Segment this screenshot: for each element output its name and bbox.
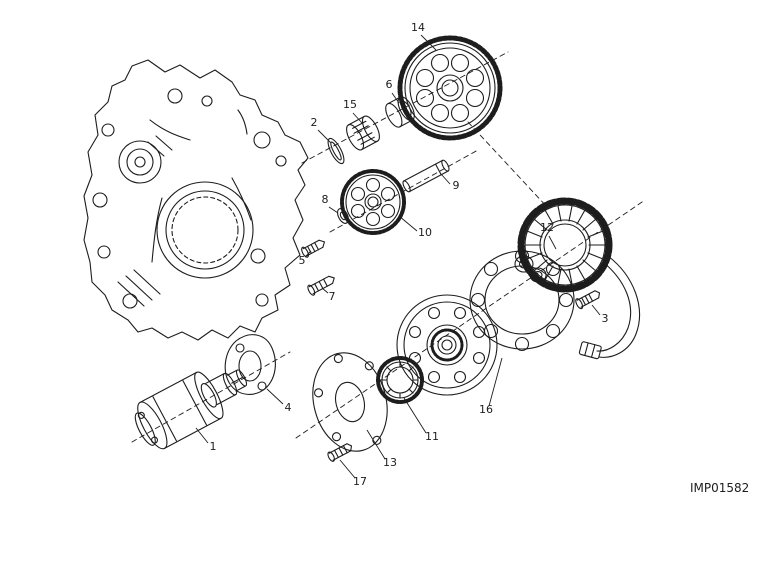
leader-line-part-2 — [317, 129, 332, 144]
part-number-15: 15 — [343, 98, 357, 111]
leader-line-part-13 — [366, 429, 386, 460]
part-number-7: 7 — [329, 290, 336, 303]
leader-line-part-17 — [339, 459, 356, 479]
bolt-upper — [301, 239, 326, 258]
shim-washer — [327, 137, 345, 165]
part-number-10: 10 — [418, 226, 432, 239]
diagram-code: IMP01582 — [690, 481, 749, 495]
leader-line-part-1 — [195, 427, 209, 444]
leader-line-part-15 — [352, 112, 363, 124]
leader-line-part-8 — [328, 206, 339, 214]
part-number-5: 5 — [299, 254, 306, 267]
part-number-6: 6 — [386, 78, 393, 91]
stator — [517, 197, 613, 293]
part-number-13: 13 — [383, 456, 397, 469]
leader-line-part-3 — [591, 304, 601, 316]
cover-plate — [312, 352, 388, 452]
leader-line-part-16 — [488, 357, 503, 407]
cover-screw — [327, 443, 353, 462]
part-number-2: 2 — [311, 116, 318, 129]
leader-line-part-6 — [391, 92, 400, 104]
part-number-3: 3 — [602, 312, 609, 325]
crankcase — [83, 59, 309, 341]
gasket — [224, 334, 276, 395]
primary-driven-gear — [397, 35, 503, 141]
leader-line-part-10 — [398, 215, 418, 232]
starter-idle-gear — [340, 169, 406, 235]
leader-line-part-5 — [304, 250, 312, 258]
stator-bolt — [575, 290, 601, 310]
cable-connector — [578, 341, 602, 360]
leader-line-part-4 — [266, 388, 284, 405]
assembly-axis-lines — [131, 51, 646, 443]
part-number-8: 8 — [322, 193, 329, 206]
sprag-clutch — [376, 356, 424, 404]
part-number-16: 16 — [479, 403, 493, 416]
leader-line-part-9 — [440, 173, 451, 185]
starter-motor — [134, 369, 248, 450]
part-number-14: 14 — [411, 21, 425, 34]
leader-line-part-14 — [420, 34, 437, 51]
leader-line-part-7 — [321, 287, 329, 294]
part-number-17: 17 — [353, 475, 367, 488]
stator-cable — [596, 255, 640, 358]
part-number-12: 12 — [540, 221, 554, 234]
part-number-9: 9 — [453, 179, 460, 192]
nut — [336, 208, 350, 224]
leader-line-part-12 — [548, 235, 557, 250]
part-number-4: 4 — [285, 401, 292, 414]
part-number-11: 11 — [425, 430, 439, 443]
part-number-1: 1 — [210, 440, 217, 453]
leader-line-part-11 — [403, 397, 427, 434]
splined-bush — [346, 115, 380, 151]
flywheel — [396, 294, 498, 396]
